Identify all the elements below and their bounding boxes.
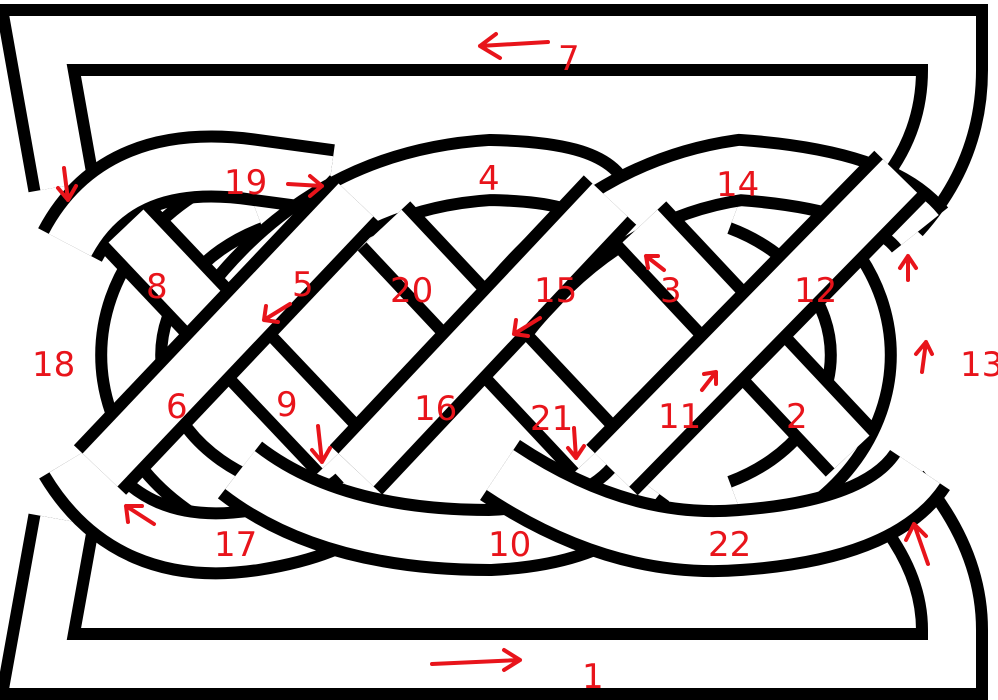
segment-label-7: 7 (558, 39, 580, 79)
lower-arc-3 (480, 439, 950, 578)
segment-label-21: 21 (530, 399, 573, 439)
segment-label-15: 15 (534, 271, 577, 311)
segment-label-16: 16 (414, 389, 457, 429)
segment-label-13: 13 (960, 345, 998, 385)
arrow-12-icon (898, 254, 918, 282)
segment-label-19: 19 (224, 163, 267, 203)
segment-label-14: 14 (716, 165, 759, 205)
arrow-5-icon (262, 302, 292, 324)
segment-label-20: 20 (390, 271, 433, 311)
direction-arrows (56, 32, 934, 672)
diag-up-2 (329, 175, 637, 495)
arrow-17-icon (124, 504, 156, 526)
segment-label-6: 6 (166, 387, 188, 427)
segment-label-2: 2 (786, 397, 808, 437)
arrow-bottom-right-icon (430, 648, 522, 672)
diag-up-3 (586, 150, 926, 496)
arrow-18-down-icon (56, 166, 78, 202)
segment-label-8: 8 (146, 267, 168, 307)
segment-labels: 1 2 3 4 5 6 7 8 9 10 11 12 13 14 15 16 1… (32, 39, 998, 697)
arrow-11-icon (700, 370, 718, 392)
arrow-15-icon (512, 316, 542, 338)
segment-label-4: 4 (478, 159, 500, 199)
segment-label-18: 18 (32, 345, 75, 385)
knot-bands (0, 3, 988, 700)
arrow-top-left-icon (478, 32, 550, 60)
arrow-19-right-icon (286, 174, 324, 198)
segment-label-22: 22 (708, 525, 751, 565)
left-loop-band (95, 166, 266, 544)
arrow-9-icon (310, 424, 332, 464)
arrow-3-icon (644, 254, 666, 272)
segment-label-12: 12 (794, 271, 837, 311)
arrow-bottom-right-up-icon (904, 522, 930, 566)
segment-label-3: 3 (660, 271, 682, 311)
segment-label-9: 9 (276, 385, 298, 425)
diag-up-1 (73, 175, 383, 495)
upper-arc-1 (38, 130, 335, 263)
segment-label-1: 1 (582, 657, 604, 697)
arrow-21-icon (566, 426, 586, 460)
segment-label-10: 10 (488, 525, 531, 565)
arrow-13-icon (914, 340, 934, 374)
segment-label-17: 17 (214, 525, 257, 565)
segment-label-11: 11 (658, 397, 701, 437)
segment-label-5: 5 (292, 265, 314, 305)
